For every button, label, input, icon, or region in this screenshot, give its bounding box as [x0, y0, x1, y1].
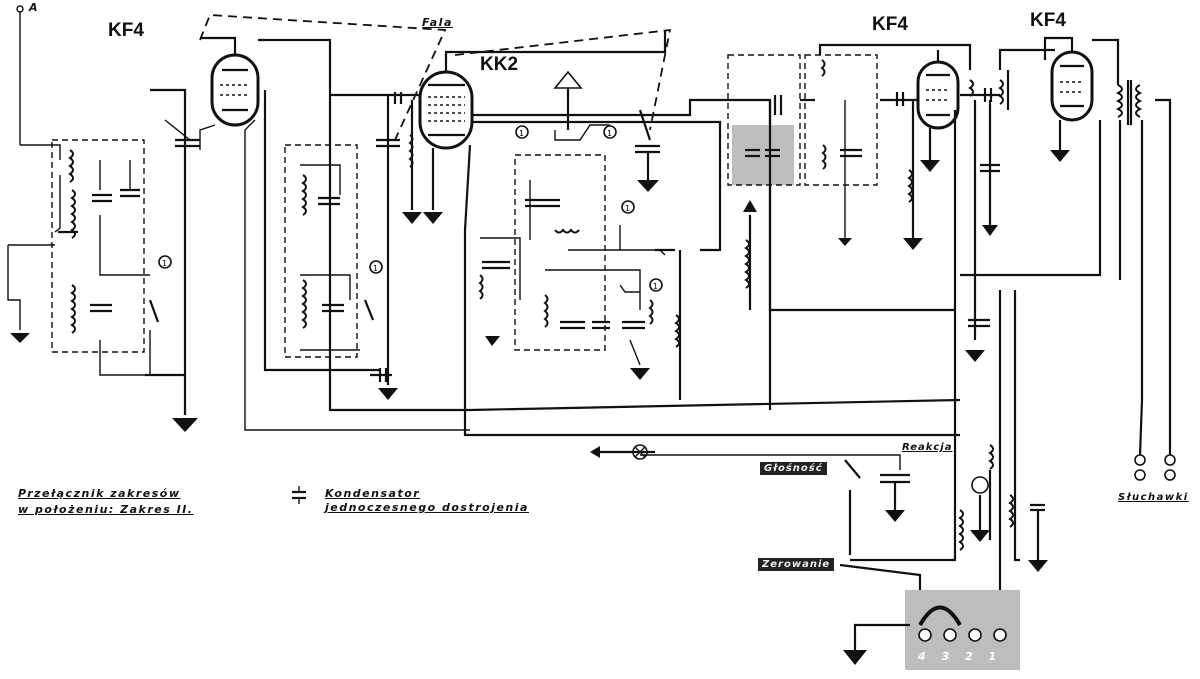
- fala-label: Fala: [422, 16, 453, 29]
- battery-terminal-numbers: 4 3 2 1: [918, 650, 1003, 663]
- glosnosc-label: Głośność: [760, 462, 827, 475]
- oscillator-stage: [478, 70, 675, 380]
- switch-mark-5: 1: [625, 204, 630, 213]
- antenna-symbol: [16, 5, 61, 160]
- tube-4: [1043, 36, 1094, 122]
- rf-tuned-stage: [284, 144, 375, 358]
- input-stage: [7, 139, 160, 376]
- capacitor-note-line1: Kondensator: [325, 487, 421, 500]
- switch-mark-1: 1: [162, 259, 167, 268]
- switch-mark-6: 1: [653, 282, 658, 291]
- tube-label-kk2: KK2: [480, 54, 519, 75]
- battery-connector: [905, 590, 1020, 670]
- range-switch-note-line2: w położeniu: Zakres II.: [18, 503, 194, 516]
- legend-capacitor-symbol: [292, 486, 306, 504]
- zerowanie-label: Zerowanie: [758, 558, 835, 571]
- oscillator-switch-marks: 1 1 1 1: [515, 125, 663, 292]
- reakcja-label: Reakcja: [902, 442, 953, 453]
- switch-mark-3: 1: [519, 129, 524, 138]
- range-switch-note-line1: Przełącznik zakresów: [18, 487, 181, 500]
- switch-mark-2: 1: [373, 264, 378, 273]
- tube-kk2: [418, 30, 667, 150]
- capacitor-note-line2: jednoczesnego dostrojenia: [325, 501, 529, 514]
- antenna-label: A: [29, 1, 39, 14]
- tube-1: [199, 36, 260, 150]
- sluchawki-label: Słuchawki: [1118, 492, 1189, 503]
- tube-label-kf4-3: KF4: [1030, 10, 1066, 31]
- tube-label-kf4-1: KF4: [108, 20, 144, 41]
- tube-label-kf4-2: KF4: [872, 14, 908, 35]
- if-transformer: [727, 54, 878, 246]
- switch-mark-4: 1: [607, 129, 612, 138]
- tube-3: [916, 50, 960, 130]
